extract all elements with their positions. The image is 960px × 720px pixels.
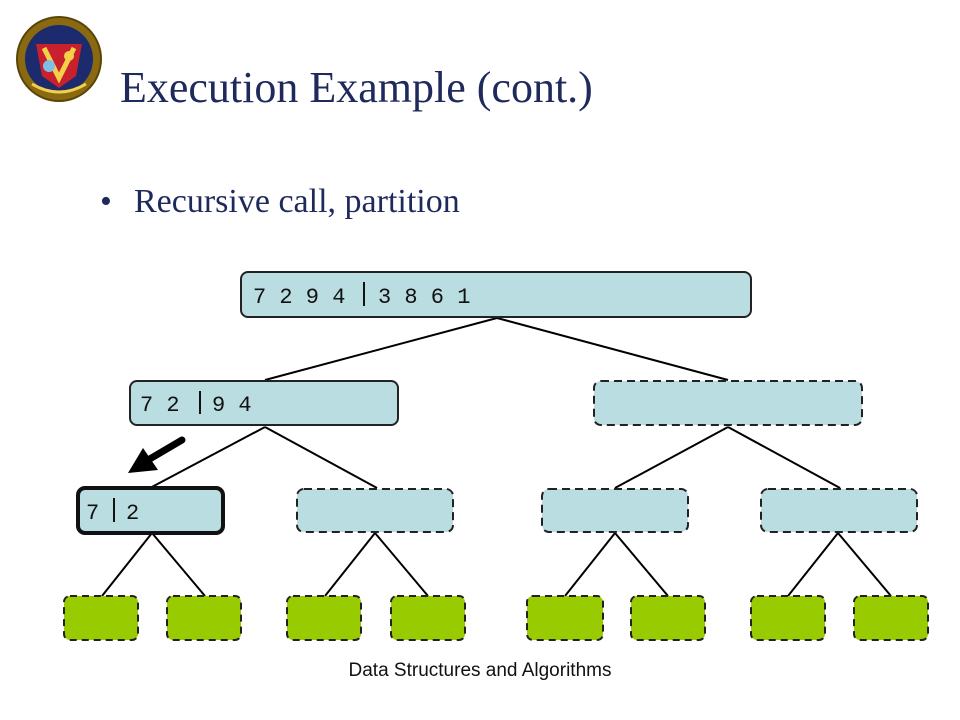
level2-right-values: 2 [126, 501, 139, 526]
level1-right-values: 9 4 [212, 393, 252, 418]
bullet-dot-icon: • [100, 183, 112, 220]
level1-right-node-pending [593, 380, 863, 426]
level1-left-node: 7 2 9 4 [129, 380, 399, 426]
bullet-item: • Recursive call, partition [100, 183, 460, 221]
bullet-text: Recursive call, partition [134, 183, 460, 220]
level2-node-pending-3 [760, 488, 918, 533]
footer-text: Data Structures and Algorithms [348, 660, 612, 681]
level2-current-node: 7 2 [76, 486, 225, 535]
level1-left-values: 7 2 [140, 393, 180, 418]
page-title: Execution Example (cont.) [120, 63, 593, 112]
tree-edges [101, 317, 892, 597]
leaf-node-5 [526, 595, 604, 641]
root-left-values: 7 2 9 4 [253, 285, 345, 310]
level2-node-pending-2 [541, 488, 689, 533]
leaf-node-6 [630, 595, 706, 641]
level2-node-pending-1 [296, 488, 454, 533]
institute-crest-logo [16, 16, 102, 102]
current-call-arrow-icon [128, 436, 186, 473]
leaf-node-3 [286, 595, 362, 641]
leaf-node-2 [166, 595, 242, 641]
leaf-node-7 [750, 595, 826, 641]
leaf-node-8 [853, 595, 929, 641]
level2-left-values: 7 [86, 501, 99, 526]
root-right-values: 3 8 6 1 [378, 285, 470, 310]
leaf-node-4 [390, 595, 466, 641]
root-node: 7 2 9 4 3 8 6 1 [240, 271, 752, 318]
leaf-node-1 [63, 595, 139, 641]
